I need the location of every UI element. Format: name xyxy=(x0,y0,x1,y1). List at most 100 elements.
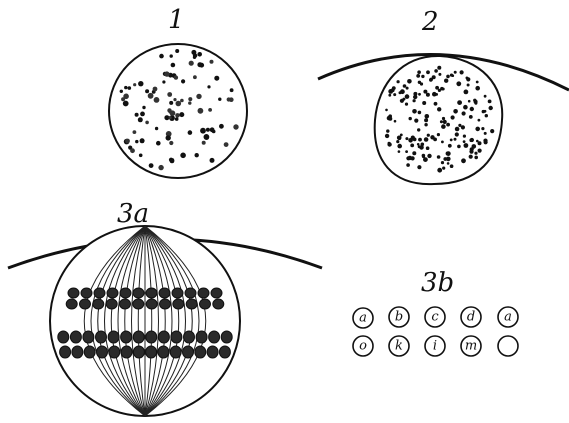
granule-dot xyxy=(171,63,176,68)
chromosome-block xyxy=(171,331,182,343)
granule-dot xyxy=(153,87,158,92)
granule-dot xyxy=(135,113,139,117)
granule-dot xyxy=(438,73,441,76)
granule-dot xyxy=(418,111,422,115)
granule-dot xyxy=(418,93,421,96)
granule-dot xyxy=(437,155,441,159)
granule-dot xyxy=(224,142,229,147)
chromosome-block xyxy=(146,299,157,309)
granule-dot xyxy=(133,83,136,86)
granule-dot xyxy=(421,75,424,78)
granule-dot xyxy=(138,117,143,122)
figure-3b: 3b a b c d a o k i m xyxy=(353,268,518,356)
chromosome-block xyxy=(133,299,144,309)
granule-dot xyxy=(412,151,416,155)
figure-3b-label: 3b xyxy=(421,268,454,298)
granule-dot xyxy=(180,99,184,103)
granule-dot xyxy=(447,162,450,165)
granule-dot xyxy=(450,74,453,77)
chromosome-block xyxy=(121,331,132,343)
chromosome-block xyxy=(184,331,195,343)
granule-dot xyxy=(148,93,154,99)
granule-dot xyxy=(414,119,418,123)
granule-dot xyxy=(475,86,480,91)
granule-dot xyxy=(456,81,461,86)
chromosome-block xyxy=(196,331,207,343)
granule-dot xyxy=(455,127,460,132)
chromosome-block xyxy=(173,299,184,309)
granule-dot xyxy=(418,145,421,148)
granule-dot xyxy=(432,75,436,79)
granule-dot xyxy=(202,141,206,145)
chromosome-letter: d xyxy=(467,310,475,325)
chromosome-block xyxy=(146,288,157,298)
granule-dot xyxy=(140,112,145,117)
granule-dot xyxy=(191,50,196,55)
chromosome-block xyxy=(80,299,91,309)
granule-dot xyxy=(474,156,478,160)
granule-dot xyxy=(133,130,137,134)
chromosome-block xyxy=(96,331,107,343)
granule-dot xyxy=(474,102,477,105)
chromosome-block xyxy=(97,346,108,358)
granule-dot xyxy=(424,118,428,122)
granule-dot xyxy=(470,107,474,111)
granule-dot xyxy=(171,158,174,161)
chromosome-letter: m xyxy=(465,339,477,354)
granule-dot xyxy=(437,133,440,136)
granule-dot xyxy=(461,158,466,163)
granule-dot xyxy=(463,105,468,110)
granule-dot xyxy=(484,132,487,135)
granule-dot xyxy=(413,92,417,96)
granule-dot xyxy=(423,157,428,162)
granule-dot xyxy=(429,78,433,82)
granule-dot xyxy=(208,108,212,112)
granule-dot xyxy=(490,129,494,133)
granule-dot xyxy=(159,54,164,59)
granule-dot xyxy=(204,134,210,140)
chromosome-block xyxy=(146,346,157,358)
figure-2-cell xyxy=(375,56,503,184)
granule-dot xyxy=(437,168,442,173)
granule-dot xyxy=(441,161,444,164)
granule-dot xyxy=(434,69,438,73)
granule-dot xyxy=(469,150,473,154)
granule-dot xyxy=(417,143,420,146)
chromosome-block xyxy=(120,299,131,309)
granule-dot xyxy=(405,150,408,153)
granule-dot xyxy=(418,138,422,142)
chromosome-block xyxy=(160,299,171,309)
granule-dot xyxy=(475,127,480,132)
granule-dot xyxy=(424,137,429,142)
granule-dot xyxy=(166,135,171,140)
chromosome-letter: c xyxy=(431,310,439,325)
figure-2-label: 2 xyxy=(421,7,439,37)
granule-dot xyxy=(398,137,401,140)
granule-dot xyxy=(426,146,430,150)
granule-dot xyxy=(468,100,471,103)
granule-dot xyxy=(154,97,160,103)
granule-dot xyxy=(210,127,215,132)
granule-dot xyxy=(170,110,176,116)
granule-dot xyxy=(155,127,158,130)
granule-dot xyxy=(170,54,173,57)
chromosome-block xyxy=(94,288,105,298)
chromosome-block xyxy=(70,331,81,343)
chromosome-block xyxy=(72,346,83,358)
chromosome-block xyxy=(66,299,77,309)
granule-dot xyxy=(427,134,430,137)
granule-dot xyxy=(417,70,421,74)
figure-3a-label: 3a xyxy=(117,199,149,229)
granule-dot xyxy=(446,75,450,79)
granule-dot xyxy=(457,145,461,149)
figure-1-label: 1 xyxy=(168,5,185,35)
granule-dot xyxy=(446,123,450,127)
chromosome-block xyxy=(83,331,94,343)
granule-dot xyxy=(484,95,487,98)
granule-dot xyxy=(469,155,473,159)
granule-dot xyxy=(462,111,466,115)
granule-dot xyxy=(423,90,427,94)
granule-dot xyxy=(410,144,414,148)
granule-dot xyxy=(386,129,389,132)
